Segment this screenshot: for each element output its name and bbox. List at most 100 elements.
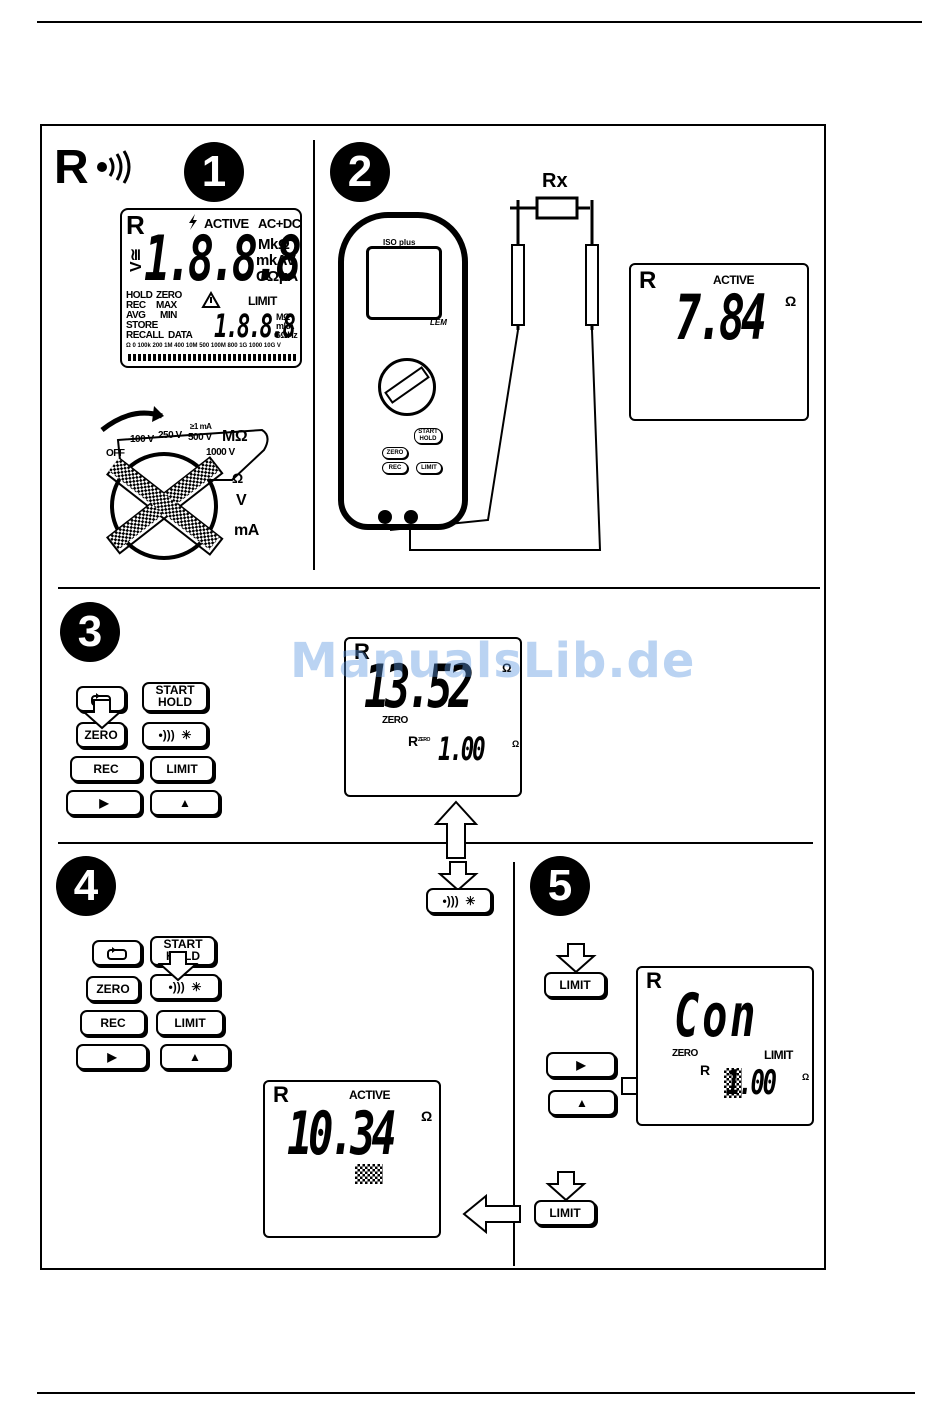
panel4-lcd-mode: R [273,1082,289,1107]
panel5-lcd-mode: R [646,968,662,993]
bottom-rule [37,1392,915,1394]
limit-button-5[interactable]: LIMIT [544,972,606,998]
panel5-lcd-limit: LIMIT [764,1048,793,1062]
panel2-lcd-mode: R [639,267,657,294]
buzzer-icon: •))) ✳ [168,980,202,994]
lcd-sub-unit-2: mkA [276,321,295,331]
lcd-label-max: MAX [156,300,177,311]
lcd-label-store: STORE [126,320,158,331]
triangle-up-icon: ▲ [179,796,191,810]
cycle-icon [107,946,127,960]
resistor-label: Rx [542,170,568,192]
lcd-active-label: ACTIVE [204,216,249,231]
panel5-lcd-flashing-digit [724,1068,742,1098]
dial-label-ohm: Ω [232,470,243,486]
hold-label: HOLD [158,695,192,709]
lcd-label-data: DATA [168,330,193,341]
panel3-lcd: R 13.52 Ω ZERO R ZERO 1.00 Ω [344,637,522,797]
lcd-unit-1: MkΩ [258,236,290,253]
step-number-1: 1 [184,142,244,202]
triangle-up-icon: ▲ [189,1050,201,1064]
step-number-2: 2 [330,142,390,202]
device-logo: LEM [430,318,447,327]
dial-label-250v: 250 V [158,430,182,441]
rec-button[interactable]: REC [70,756,142,782]
panel3-lcd-rzero-value: 1.00 [438,730,486,768]
rec-button-4[interactable]: REC [80,1010,146,1036]
lcd-unit-3: GΩμA [256,268,298,285]
lcd-full-display: R ACTIVE AC+DC V≅ 1.8.8.8 MkΩ mkAV GΩμA … [120,208,302,368]
lcd-label-rec: REC [126,300,146,311]
up-arrow-button-4[interactable]: ▲ [160,1044,230,1070]
lcd-label-avg: AVG [126,310,146,321]
dial-label-500v: 500 V [188,432,212,443]
panel3-lcd-mode: R [354,639,370,664]
lightning-icon [189,214,197,230]
lcd-unit-2: mkAV [256,252,296,269]
step-number-4: 4 [56,856,116,916]
lcd-bargraph [128,354,296,361]
right-arrow-button-5[interactable]: ▶ [546,1052,616,1078]
device-jack-left [378,510,392,524]
panel4-lcd-status: ACTIVE [349,1088,391,1102]
panel3-lcd-unit: Ω [502,661,512,675]
device-zero-button: ZERO [382,447,408,459]
resistor-and-leads [389,196,602,551]
triangle-up-icon: ▲ [576,1096,588,1110]
device-rec-button: REC [382,462,408,474]
buzzer-button[interactable]: •))) ✳ [142,722,208,748]
press-arrow-zero [81,699,123,730]
press-arrow-limit-top [555,943,597,974]
lcd-scale-labels: Ω 0 100k 200 1M 400 10M 500 100M 800 1G … [126,343,281,349]
warning-icon [201,290,221,308]
panel3-lcd-rzero-unit: Ω [512,739,519,749]
dial-label-1000v: 1000 V [206,447,235,458]
start-hold-button[interactable]: START HOLD [142,682,208,712]
buzzer-icon-small: •))) ✳ [442,894,476,908]
limit-button-4[interactable]: LIMIT [156,1010,224,1036]
up-arrow-to-lcd [433,800,479,859]
panel2-lcd-value: 7.84 [675,281,767,354]
panel2-lcd-status: ACTIVE [713,273,755,287]
play-icon: ▶ [107,1050,117,1064]
device-brand: ISO plus [383,238,416,247]
right-arrow-button[interactable]: ▶ [66,790,142,816]
start-label: START [163,937,203,951]
panel4-lcd-unit: Ω [421,1108,432,1124]
right-arrow-button-4[interactable]: ▶ [76,1044,148,1070]
press-arrow-buzzer-4 [157,951,199,982]
panel4-lcd-flashing-buzzer [355,1164,383,1184]
figure-frame [40,124,826,1270]
buzzer-icon: •))) ✳ [158,728,192,742]
up-arrow-button-5[interactable]: ▲ [548,1090,616,1116]
dial-label-ma: mA [234,522,259,539]
panel5-lcd-sub-label: R [700,1062,710,1078]
divider-1-2 [313,140,315,570]
panel2-lcd-unit: Ω [785,293,796,309]
device-jack-right [404,510,418,524]
lcd-acdc-label: AC+DC [258,216,301,231]
panel5-lcd-zero: ZERO [672,1048,698,1059]
divider-row2 [58,842,813,844]
top-rule [37,21,922,23]
panel5-lcd-text: Con [674,981,759,1051]
step-number-3: 3 [60,602,120,662]
zero-button-4[interactable]: ZERO [86,976,140,1002]
up-arrow-button[interactable]: ▲ [150,790,220,816]
start-label: START [155,683,195,697]
lcd-sub-unit-3: GΩHz [274,330,298,340]
buzzer-icon [97,150,131,184]
dial-label-1ma: ≥1 mA [190,422,212,431]
divider-row1 [58,587,820,589]
mode-button-4[interactable] [92,940,142,966]
device-start-hold-button: START HOLD [414,428,442,444]
limit-button[interactable]: LIMIT [150,756,214,782]
panel3-lcd-rzero-sub: ZERO [418,737,430,743]
press-arrow-limit-bottom [545,1171,587,1202]
dial-label-100v: 100 V [130,434,154,445]
limit-button-5-bottom[interactable]: LIMIT [534,1200,596,1226]
buzzer-button-small[interactable]: •))) ✳ [426,888,492,914]
lcd-sub-digits: 1.8.8.8 [214,307,296,345]
play-icon: ▶ [576,1058,586,1072]
lcd-sub-unit-1: MΩ [276,312,290,322]
